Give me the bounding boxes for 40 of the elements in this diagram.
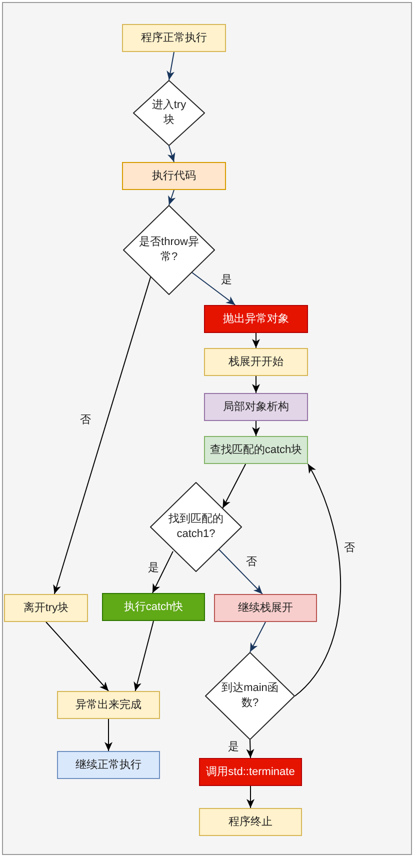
process-box: 继续栈展开 [214,594,317,622]
arrow [166,52,175,80]
arrow [246,740,254,758]
arrow [104,718,112,752]
process-box: 查找匹配的catch块 [204,436,308,464]
decision-diamond: 到达main函数? [205,652,295,740]
edge-label: 否 [79,414,92,428]
process-box: 栈展开开始 [204,348,308,376]
arrow [246,786,254,808]
arrow [250,622,266,652]
process-box: 离开try块 [4,594,88,622]
process-box: 执行catch快 [102,593,205,621]
arrow [252,332,260,348]
edge-label: 是 [227,741,240,754]
decision-diamond: 是否throw异常? [123,205,215,295]
decision-diamond: 进入try块 [133,80,205,146]
arrow [168,146,176,162]
process-box: 继续正常执行 [57,751,160,779]
arrow [294,464,341,696]
arrow [252,420,260,436]
arrow [152,550,174,594]
edge-label: 否 [245,556,258,570]
process-box: 程序终止 [199,808,302,836]
process-box: 程序正常执行 [122,24,226,52]
process-box: 异常出来完成 [57,691,160,719]
arrow [222,464,246,509]
process-box: 执行代码 [122,162,226,190]
arrow [46,622,109,692]
arrow [168,190,176,206]
arrow [53,276,152,594]
edge-label: 是 [147,562,160,576]
arrow [192,272,236,306]
arrow [252,376,260,394]
edge-label: 否 [343,542,356,556]
arrow [218,549,263,594]
process-box: 局部对象析构 [204,393,308,421]
arrow [134,620,154,692]
process-box: 调用std::terminate [199,758,302,786]
edge-label: 是 [220,274,233,288]
process-box: 抛出异常对象 [204,305,308,333]
